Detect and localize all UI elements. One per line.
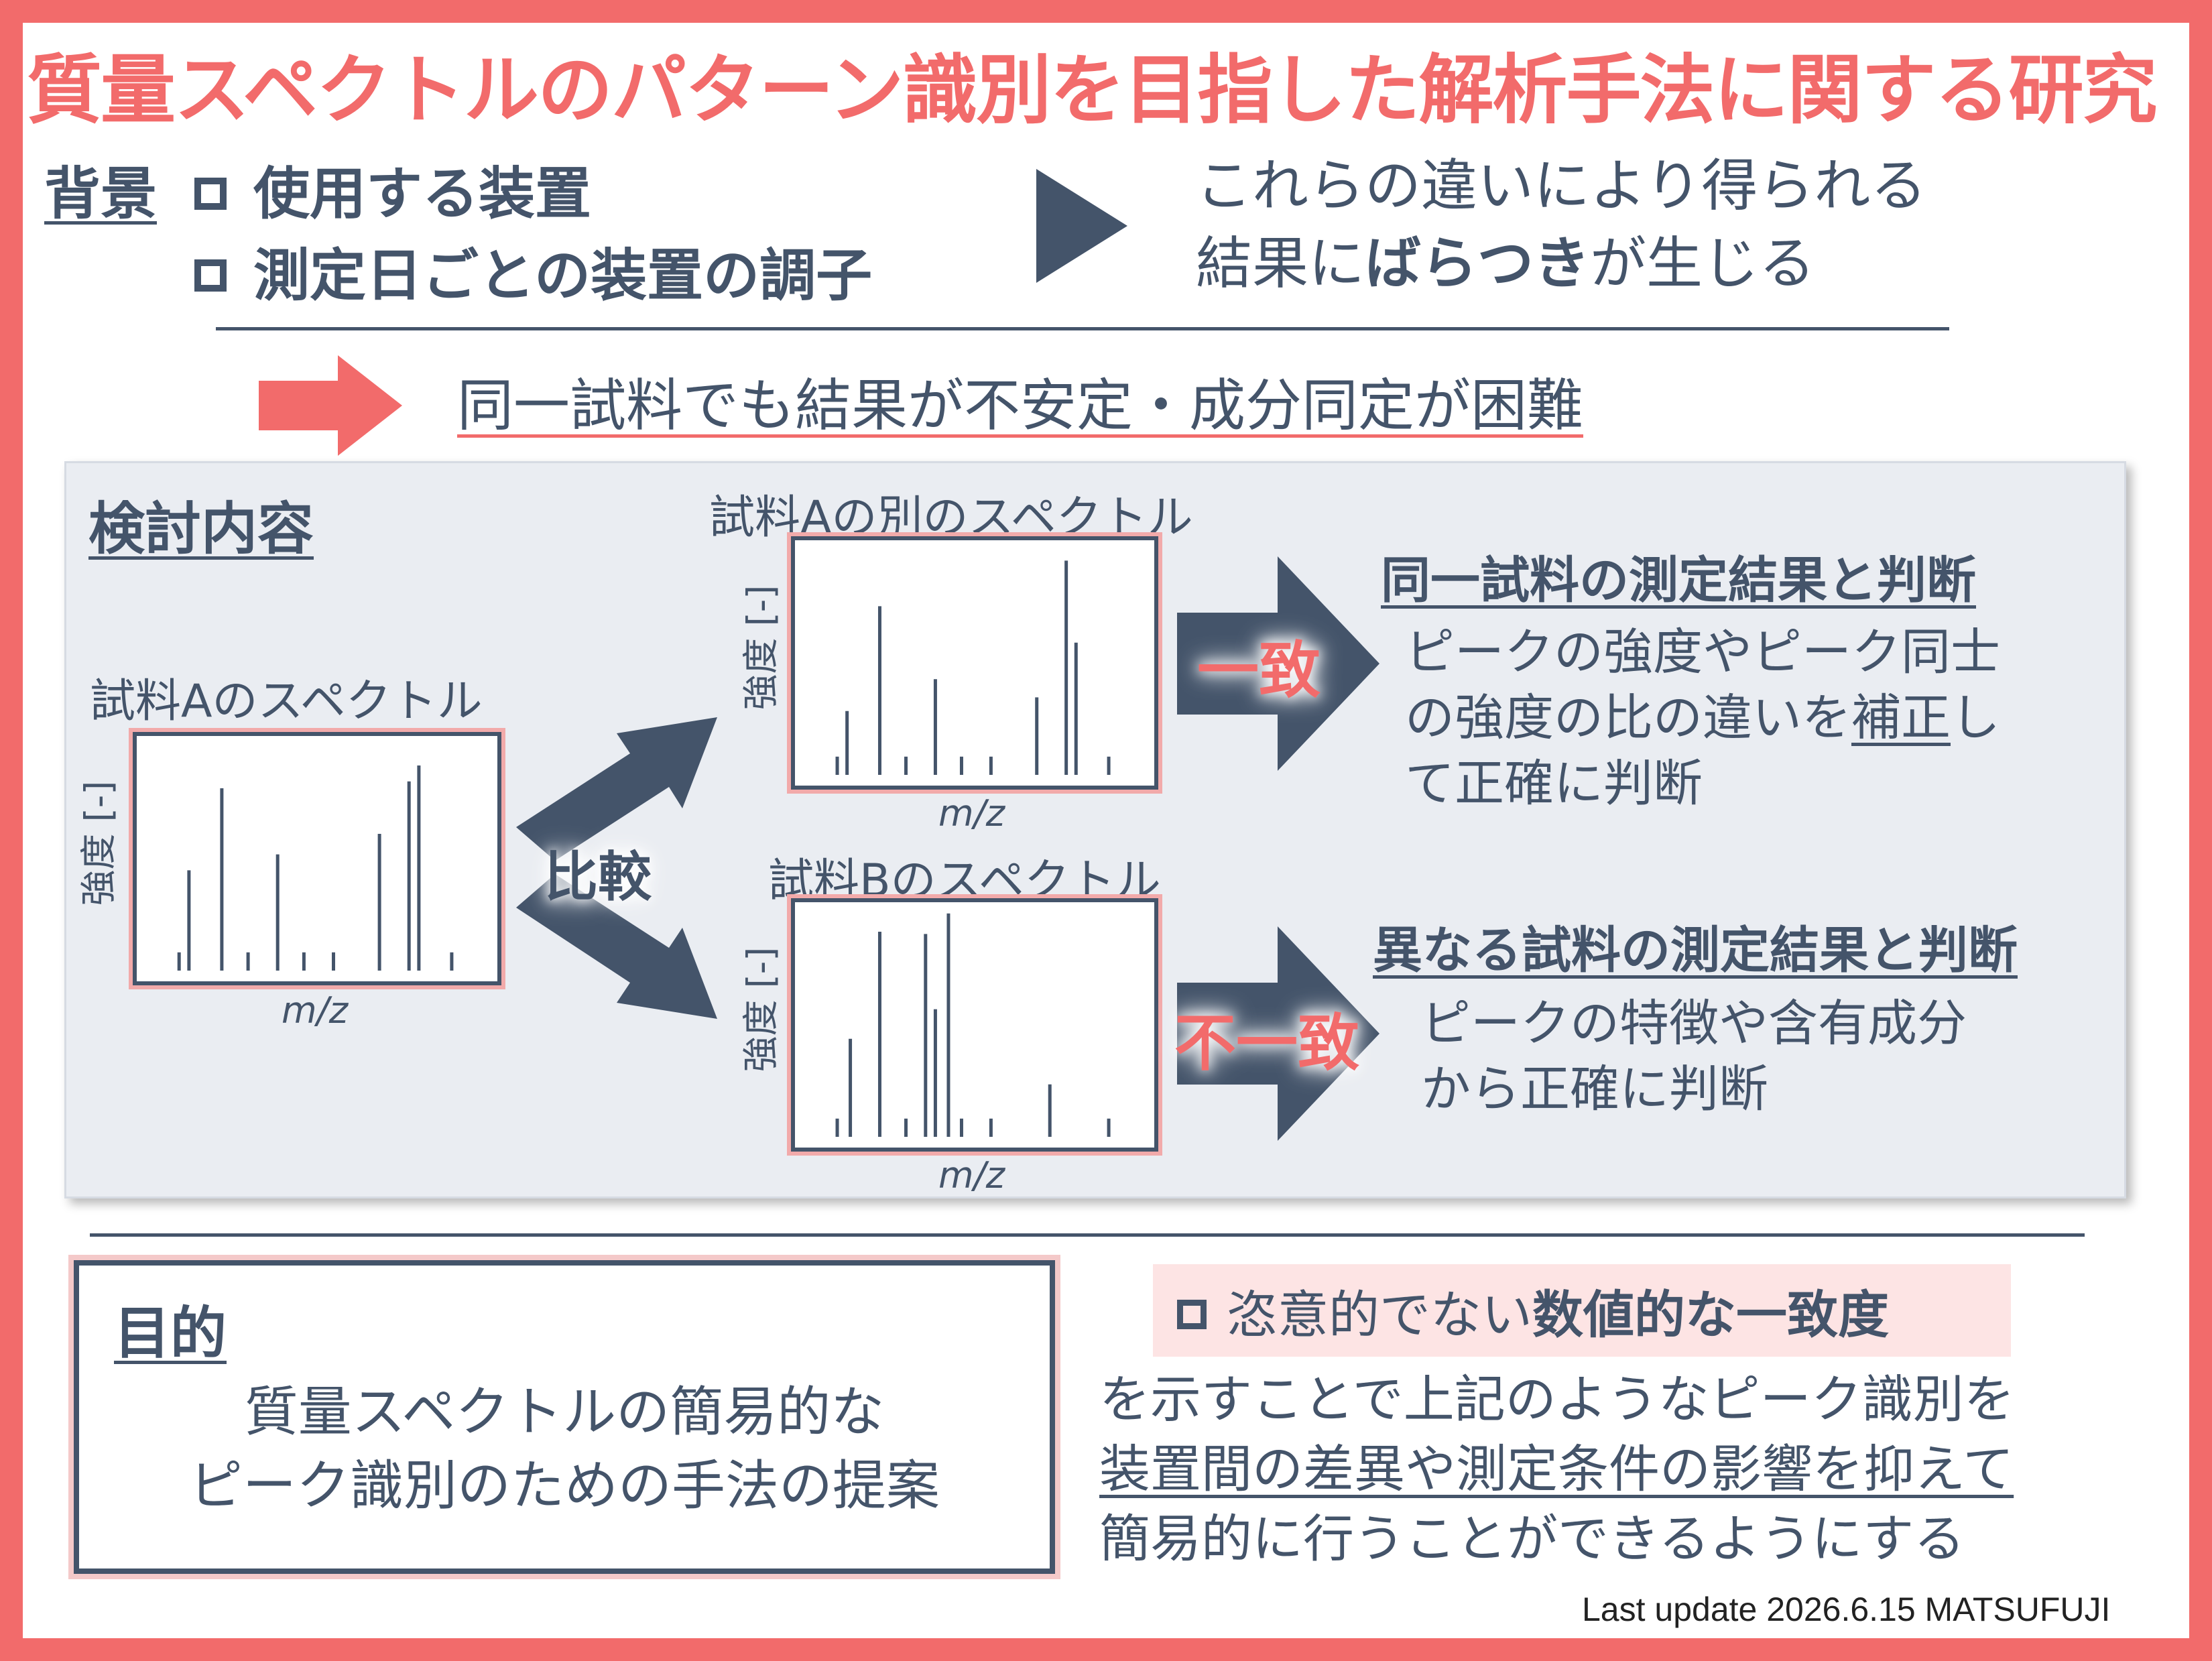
background-item-2: 測定日ごとの装置の調子 bbox=[194, 231, 872, 312]
result-post: が生じる bbox=[1590, 231, 1816, 296]
diff-body-line2: から正確に判断 bbox=[1421, 1060, 1768, 1118]
background-item-1-label: 使用する装置 bbox=[253, 161, 592, 227]
goal-line2: 装置間の差異や測定条件の影響を抑えて bbox=[1099, 1439, 2014, 1499]
same-body-line2-ul: 補正 bbox=[1851, 689, 1951, 747]
purpose-line2: ピーク識別のための手法の提案 bbox=[189, 1455, 940, 1517]
divider-bottom bbox=[90, 1233, 2085, 1237]
chart-b-plot bbox=[835, 913, 1111, 1137]
result-bold: ばらつき bbox=[1365, 231, 1591, 296]
goal-highlight-bold: 数値的な一致度 bbox=[1532, 1285, 1889, 1345]
compare-label: 比較 bbox=[544, 846, 652, 908]
checkbox-icon bbox=[1177, 1300, 1207, 1329]
triangle-arrow-icon bbox=[1036, 169, 1127, 283]
diff-body-line1: ピークの特徴や含有成分 bbox=[1421, 995, 1967, 1052]
background-result-line2: 結果にばらつきが生じる bbox=[1196, 219, 1815, 300]
same-body-line2-post: し bbox=[1951, 689, 2000, 747]
right-arrow-icon bbox=[259, 355, 402, 456]
goal-text: を示すことで上記のようなピーク識別を 装置間の差異や測定条件の影響を抑えて 簡易… bbox=[1099, 1365, 2015, 1574]
chart-a2-title: 試料Aの別のスペクトル bbox=[709, 491, 1193, 544]
purpose-text: 質量スペクトルの簡易的な ピーク識別のための手法の提案 bbox=[74, 1375, 1055, 1523]
background-item-1: 使用する装置 bbox=[194, 149, 591, 230]
diff-sample-heading: 異なる試料の測定結果と判断 bbox=[1373, 922, 2018, 979]
match-label: 一致 bbox=[1197, 635, 1321, 706]
background-label: 背景 bbox=[44, 161, 158, 227]
same-sample-heading: 同一試料の測定結果と判断 bbox=[1381, 552, 1976, 609]
chart-a-title: 試料Aのスペクトル bbox=[90, 675, 483, 728]
background-item-2-label: 測定日ごとの装置の調子 bbox=[253, 243, 873, 308]
chart-a-ylabel: 強度 [-] bbox=[77, 780, 120, 906]
compare-arrows bbox=[516, 717, 717, 1019]
chart-b-ylabel: 強度 [-] bbox=[739, 946, 782, 1072]
chart-b-xlabel: m/z bbox=[938, 1154, 1005, 1196]
same-body-line2: の強度の比の違いを補正し bbox=[1405, 685, 2000, 751]
goal-highlight bbox=[1153, 1264, 2011, 1357]
problem-statement: 同一試料でも結果が不安定・成分同定が困難 bbox=[457, 373, 1584, 438]
checkbox-icon bbox=[194, 259, 227, 292]
divider bbox=[216, 327, 1949, 330]
goal-line1: を示すことで上記のようなピーク識別を bbox=[1099, 1369, 2015, 1429]
chart-a2-ylabel: 強度 [-] bbox=[739, 585, 782, 711]
match-arrow-icon bbox=[1177, 556, 1379, 771]
chart-a bbox=[129, 728, 505, 989]
chart-a-plot bbox=[177, 765, 454, 971]
arrow-down-icon bbox=[516, 874, 717, 1019]
same-body-line1: ピークの強度やピーク同士 bbox=[1405, 623, 2000, 681]
checkbox-icon bbox=[194, 178, 227, 210]
study-label: 検討内容 bbox=[88, 496, 314, 562]
chart-b bbox=[787, 894, 1162, 1156]
same-body-line3: て正確に判断 bbox=[1405, 755, 1703, 812]
diff-sample-body: ピークの特徴や含有成分 から正確に判断 bbox=[1421, 991, 1967, 1122]
result-pre: 結果に bbox=[1196, 231, 1365, 296]
arrow-up-icon bbox=[516, 717, 717, 861]
mismatch-arrow-icon bbox=[1177, 926, 1379, 1141]
chart-a2-xlabel: m/z bbox=[938, 792, 1005, 835]
purpose-line1: 質量スペクトルの簡易的な bbox=[244, 1381, 885, 1443]
chart-a2-plot bbox=[835, 560, 1111, 775]
goal-highlight-pre: 恣意的でない bbox=[1227, 1285, 1532, 1345]
chart-a-xlabel: m/z bbox=[282, 989, 349, 1032]
purpose-box bbox=[68, 1255, 1060, 1579]
goal-highlight-text: 恣意的でない数値的な一致度 bbox=[1177, 1274, 1889, 1347]
same-sample-body: ピークの強度やピーク同士 の強度の比の違いを補正し て正確に判断 bbox=[1405, 619, 2000, 816]
chart-a2 bbox=[787, 532, 1162, 794]
background-result-line1: これらの違いにより得られる bbox=[1196, 153, 1927, 219]
mismatch-label: 不一致 bbox=[1174, 1007, 1360, 1079]
page-title: 質量スペクトルのパターン識別を目指した解析手法に関する研究 bbox=[27, 47, 2158, 134]
goal-line3: 簡易的に行うことができるようにする bbox=[1099, 1509, 1965, 1568]
footer: Last update 2026.6.15 MATSUFUJI bbox=[1582, 1591, 2111, 1628]
purpose-label: 目的 bbox=[114, 1300, 227, 1366]
same-body-line2-pre: の強度の比の違いを bbox=[1405, 689, 1851, 747]
